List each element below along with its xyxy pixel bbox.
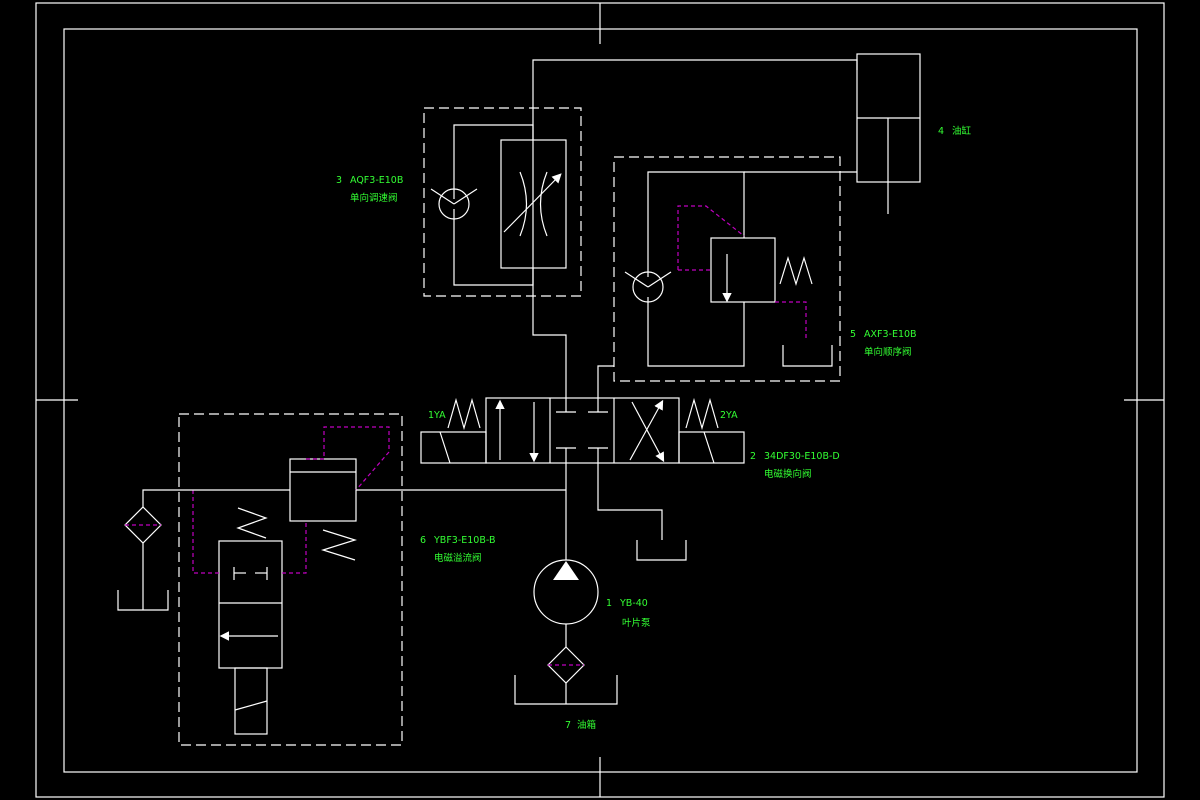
solenoid-relief-valve — [117, 413, 403, 746]
directional-valve-number: 2 — [750, 451, 756, 462]
one-way-throttle-valve — [423, 107, 582, 297]
pump-model: YB-40 — [619, 598, 648, 609]
throttle-valve-number: 3 — [336, 175, 342, 186]
relief-valve-model: YBF3-E10B-B — [433, 535, 495, 546]
oil-tank — [514, 624, 618, 705]
tank-name: 油箱 — [577, 719, 596, 731]
relief-valve-number: 6 — [420, 535, 426, 546]
tank-number: 7 — [565, 720, 571, 731]
throttle-valve-name: 单向调速阀 — [350, 192, 398, 204]
sequence-valve-model: AXF3-E10B — [864, 329, 917, 340]
relief-valve-name: 电磁溢流阀 — [434, 552, 482, 564]
solenoid-directional-valve — [420, 397, 745, 464]
directional-valve-model: 34DF30-E10B-D — [764, 451, 840, 462]
solenoid-1ya-label: 1YA — [428, 410, 446, 421]
cylinder-name: 油缸 — [952, 125, 972, 137]
piping — [356, 59, 858, 561]
solenoid-2ya-label: 2YA — [720, 410, 738, 421]
sequence-valve-number: 5 — [850, 329, 856, 340]
pump-number: 1 — [606, 598, 612, 609]
drawing-frame — [35, 2, 1165, 798]
cylinder-number: 4 — [938, 126, 944, 137]
vane-pump — [533, 559, 599, 625]
pump-name: 叶片泵 — [622, 617, 651, 629]
throttle-valve-model: AQF3-E10B — [350, 175, 403, 186]
directional-valve-name: 电磁换向阀 — [764, 468, 812, 480]
sequence-valve-name: 单向顺序阀 — [864, 346, 912, 358]
hydraulic-cylinder — [856, 53, 921, 214]
one-way-sequence-valve — [613, 156, 841, 382]
